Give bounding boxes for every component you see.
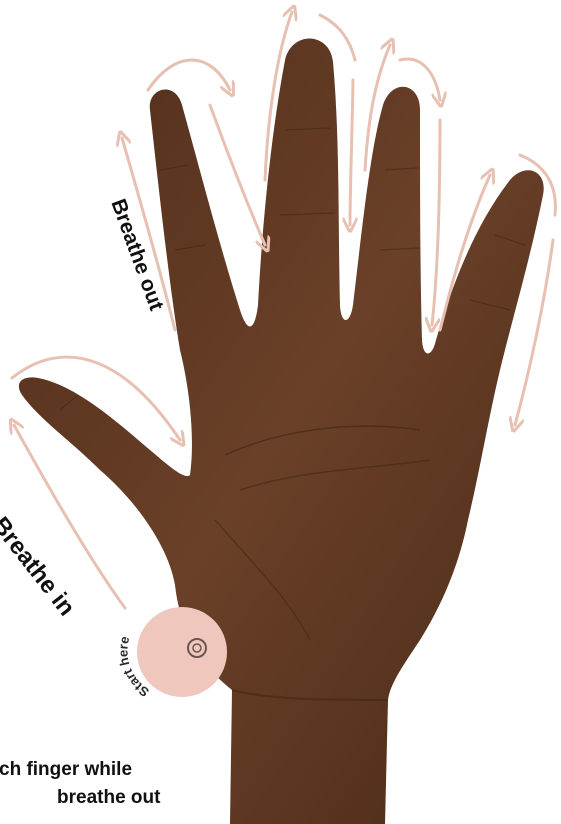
instruction-caption: ch finger while breathe out (0, 756, 240, 812)
start-here-marker: Start here (115, 606, 227, 700)
caption-line-2: breathe out (57, 784, 240, 812)
middle-down-arrow (350, 80, 353, 225)
hand-shape (19, 38, 544, 824)
index-over-arrow (148, 60, 230, 90)
caption-line-1: ch finger while (0, 756, 240, 784)
ring-down-arrow (432, 120, 440, 325)
index-down-arrow (210, 105, 265, 245)
